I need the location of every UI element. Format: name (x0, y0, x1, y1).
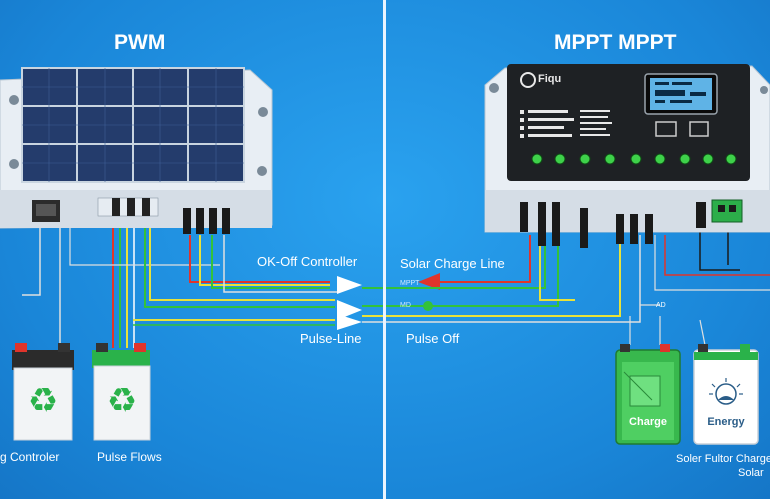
center-arrows (337, 273, 440, 330)
right-battery-2 (693, 344, 759, 445)
arrow-right-icon (337, 300, 362, 320)
right-caption-1: Soler Fultor Charge (676, 453, 770, 465)
pwm-controller (0, 67, 273, 234)
arrow-right-icon (337, 314, 362, 330)
left-caption-1: g Controler (0, 450, 60, 464)
sun-icon (709, 378, 743, 405)
svg-text:♻: ♻ (28, 381, 58, 421)
mppt-title: MPPT MPPT (554, 31, 677, 54)
section-divider (383, 0, 386, 499)
left-battery-wires (22, 215, 220, 350)
center-to-right-wires (362, 220, 770, 346)
md-tag: MD (400, 302, 411, 309)
right-battery-1 (615, 344, 681, 445)
svg-text:♻: ♻ (107, 381, 137, 421)
arrow-left-icon (418, 273, 440, 290)
left-caption-2: Pulse Flows (97, 450, 162, 464)
solar-panel (21, 67, 245, 183)
right-caption-2: Solar (738, 467, 764, 479)
on-off-controller-label: OK-Off Controller (257, 254, 358, 269)
right-battery-1-label: Charge (629, 416, 667, 428)
solar-charge-line-label: Solar Charge Line (400, 256, 505, 271)
pwm-title: PWM (114, 31, 166, 54)
left-battery-1: ♻ (12, 343, 74, 441)
mppt-tag: MPPT (400, 280, 420, 287)
ad-tag: AD (656, 302, 666, 309)
mppt-controller (484, 64, 770, 248)
left-to-center-wires (133, 215, 340, 326)
pulse-off-label: Pulse Off (406, 331, 460, 346)
pulse-line-label: Pulse-Line (300, 331, 362, 346)
controller-brand: Fiqu (538, 73, 562, 85)
arrow-right-icon (337, 276, 362, 294)
right-battery-2-label: Energy (707, 416, 745, 428)
left-battery-2: ♻ (92, 343, 151, 441)
